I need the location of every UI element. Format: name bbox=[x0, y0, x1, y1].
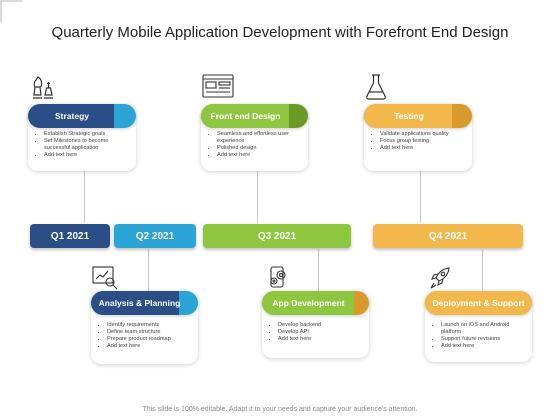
frontend-label-pill: Front end Design bbox=[201, 104, 308, 128]
list-item: Add text here bbox=[44, 152, 132, 159]
list-item: Seamless and effortless user experience bbox=[217, 131, 304, 145]
analysis-label: Analysis & Planning bbox=[98, 298, 181, 308]
connector-line bbox=[257, 170, 258, 223]
connector-line bbox=[318, 249, 319, 291]
list-item: Prepare product roadmap bbox=[107, 336, 194, 343]
deployment-details: Launch on iOS and Android platform Suppo… bbox=[427, 322, 528, 350]
list-item: Develop backend bbox=[278, 322, 365, 329]
list-item: Focus group testing bbox=[380, 138, 468, 145]
frontend-label: Front end Design bbox=[210, 111, 281, 121]
deployment-label: Deployment & Support bbox=[432, 298, 525, 308]
rocket-icon bbox=[430, 267, 450, 289]
list-item: Add text here bbox=[380, 145, 468, 152]
testing-label: Testing bbox=[394, 111, 424, 121]
testing-label-pill: Testing bbox=[364, 104, 472, 128]
quarter-q3: Q3 2021 bbox=[203, 224, 351, 248]
chess-pieces-icon bbox=[33, 76, 53, 99]
app-gears-icon bbox=[270, 266, 286, 288]
appdev-label: App Development bbox=[272, 298, 345, 308]
list-item: Validate applications quality bbox=[380, 131, 468, 138]
quarter-q1: Q1 2021 bbox=[30, 224, 110, 248]
strategy-details: Establish Strategic goals Set Milestones… bbox=[30, 131, 132, 159]
list-item: Develop API bbox=[278, 329, 365, 336]
testing-details: Validate applications quality Focus grou… bbox=[366, 131, 468, 152]
list-item: Identify requirements bbox=[107, 322, 194, 329]
connector-line bbox=[420, 170, 421, 223]
list-item: Polished design bbox=[217, 145, 304, 152]
appdev-label-pill: App Development bbox=[262, 291, 369, 315]
list-item: Set Milestones to become successful appl… bbox=[44, 138, 132, 152]
connector-line bbox=[482, 249, 483, 291]
strategy-label-pill: Strategy bbox=[28, 104, 136, 128]
lab-flask-icon bbox=[366, 74, 386, 100]
deployment-label-pill: Deployment & Support bbox=[425, 291, 532, 315]
list-item: Add text here bbox=[107, 343, 194, 350]
list-item: Add text here bbox=[441, 343, 528, 350]
chart-magnifier-icon bbox=[92, 266, 118, 290]
list-item: Add text here bbox=[217, 152, 304, 159]
list-item: Launch on iOS and Android platform bbox=[441, 322, 528, 336]
footer-note: This slide is 100% editable. Adapt it to… bbox=[142, 406, 418, 413]
list-item: Support future revisions bbox=[441, 336, 528, 343]
corner-decoration bbox=[0, 0, 22, 22]
list-item: Establish Strategic goals bbox=[44, 131, 132, 138]
quarter-q2: Q2 2021 bbox=[114, 224, 196, 248]
connector-line bbox=[148, 249, 149, 291]
list-item: Add text here bbox=[278, 336, 365, 343]
strategy-label: Strategy bbox=[54, 111, 89, 121]
list-item: Define team structure bbox=[107, 329, 194, 336]
page-title: Quarterly Mobile Application Development… bbox=[51, 24, 509, 41]
frontend-details: Seamless and effortless user experience … bbox=[203, 131, 304, 159]
appdev-details: Develop backend Develop API Add text her… bbox=[264, 322, 365, 343]
analysis-label-pill: Analysis & Planning bbox=[91, 291, 198, 315]
connector-line bbox=[84, 170, 85, 223]
quarter-q4: Q4 2021 bbox=[373, 224, 523, 248]
web-layout-icon bbox=[202, 74, 234, 98]
analysis-details: Identify requirements Define team struct… bbox=[93, 322, 194, 350]
